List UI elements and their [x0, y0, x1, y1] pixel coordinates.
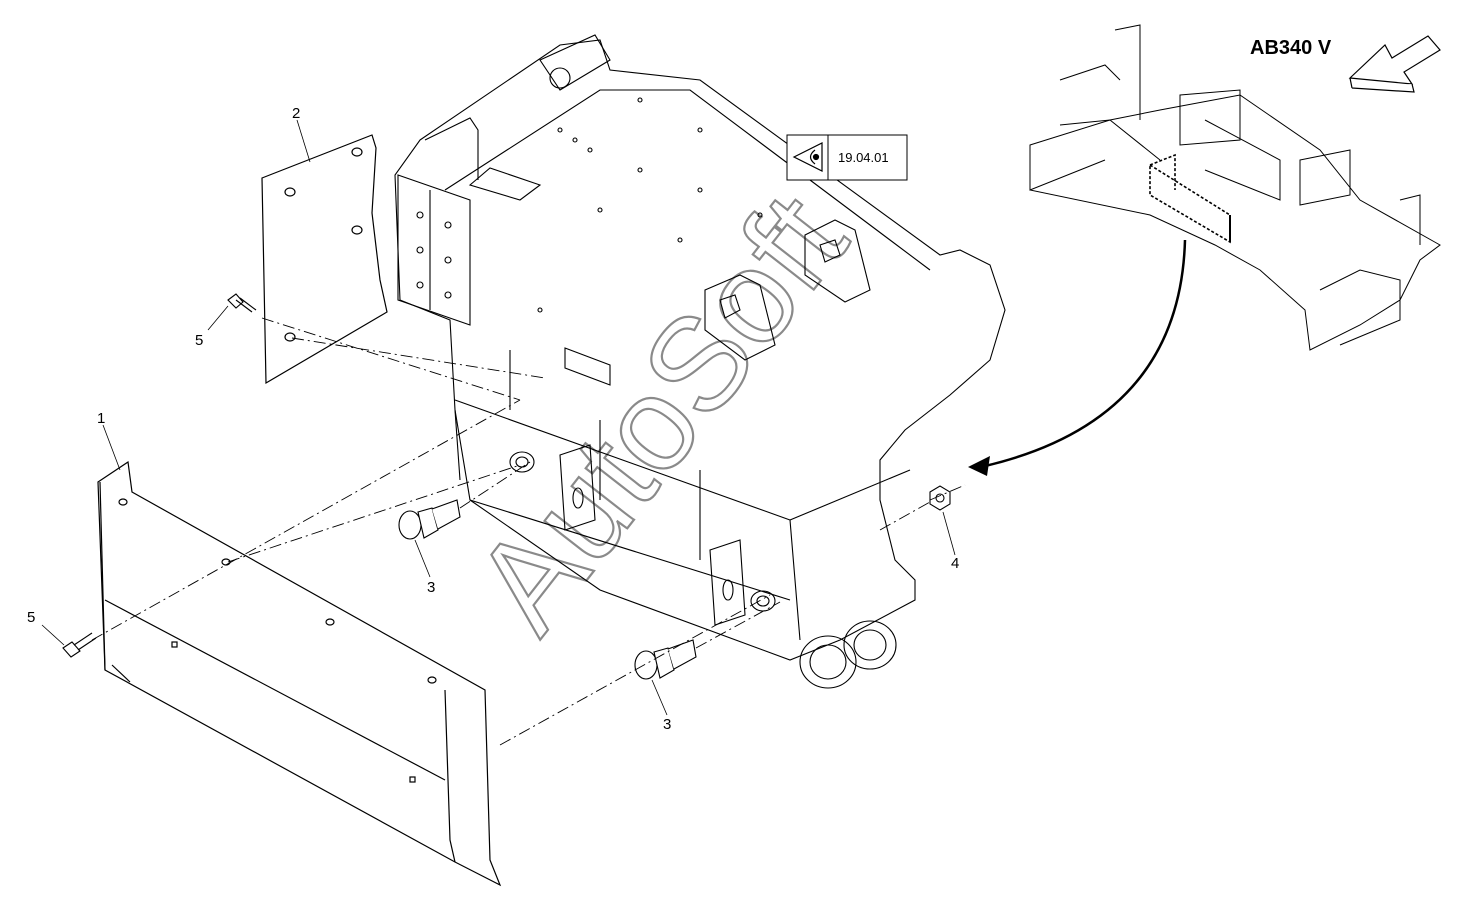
callout-bolt-plate: 5 — [195, 332, 203, 349]
reference-view-box[interactable]: 19.04.01 — [786, 134, 908, 181]
callout-side-plate: 2 — [292, 105, 300, 122]
svg-text:AutoSoft: AutoSoft — [446, 168, 874, 658]
nut-fastener — [929, 485, 951, 511]
eye-view-icon — [792, 142, 823, 172]
callout-nut: 4 — [951, 555, 959, 572]
assembly-center-lines — [91, 317, 966, 746]
direction-arrow-icon — [1348, 35, 1441, 93]
mount-upper-fastener — [398, 499, 461, 540]
callout-leaders — [41, 119, 956, 716]
model-label: AB340 V — [1250, 37, 1332, 59]
rear-cover-part — [97, 460, 502, 887]
machine-frame — [394, 34, 1006, 689]
detail-arrow — [968, 239, 1187, 476]
callout-rear-cover: 1 — [97, 410, 105, 427]
callout-bolt-cover: 5 — [27, 609, 35, 626]
callout-mount-upper: 3 — [427, 579, 435, 596]
callout-mount-lower: 3 — [663, 716, 671, 733]
side-plate-part — [261, 134, 388, 385]
mount-lower-fastener — [634, 639, 697, 680]
reference-code: 19.04.01 — [838, 150, 889, 165]
watermark: AutoSoft — [445, 167, 875, 659]
machine-overview-inset — [1029, 24, 1441, 351]
bolt-plate-fastener — [227, 293, 257, 313]
bolt-cover-fastener — [62, 632, 97, 658]
